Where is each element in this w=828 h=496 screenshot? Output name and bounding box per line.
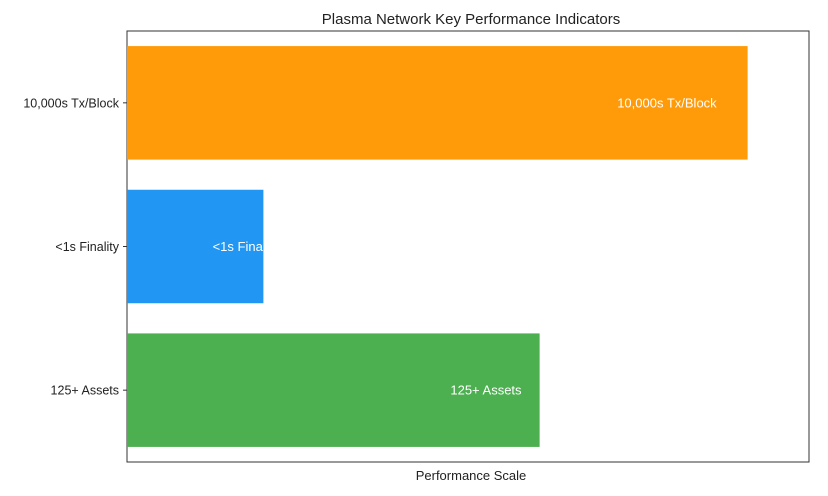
y-tick-label-1s-finality: <1s Finality xyxy=(55,240,119,254)
bar-label-10-000s-tx-block: 10,000s Tx/Block xyxy=(617,95,717,110)
bar-125-assets xyxy=(127,333,540,447)
bar-1s-finality xyxy=(127,189,264,304)
chart-title: Plasma Network Key Performance Indicator… xyxy=(322,11,620,28)
bar-label-125-assets: 125+ Assets xyxy=(450,383,522,398)
y-tick-label-10-000s-tx-block: 10,000s Tx/Block xyxy=(23,96,119,110)
bar-label-1s-finality: <1s Finality xyxy=(213,239,280,254)
bar-series: 10,000s Tx/Block <1s Finality 125+ Assets xyxy=(127,46,748,447)
y-axis-ticks: 10,000s Tx/Block <1s Finality 125+ Assets xyxy=(23,96,127,398)
y-tick-label-125-assets: 125+ Assets xyxy=(51,384,119,398)
x-axis-label: Performance Scale xyxy=(416,468,527,483)
bar-10-000s-tx-block xyxy=(127,46,748,160)
